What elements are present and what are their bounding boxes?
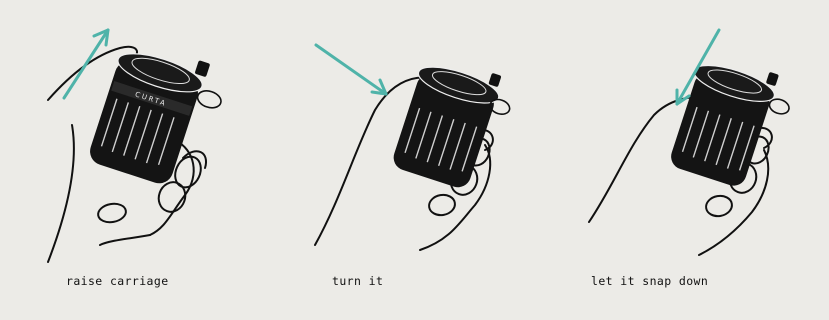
hand-calculator-illustration — [280, 0, 550, 320]
step-caption: turn it — [332, 274, 383, 288]
hand-calculator-illustration: CURTA — [0, 0, 270, 320]
arrow-down-right-icon — [316, 45, 386, 94]
panel-turn-it: turn it — [280, 0, 550, 320]
arrow-up-right-icon — [64, 30, 108, 98]
step-caption: let it snap down — [591, 274, 708, 288]
hand-calculator-illustration — [559, 0, 829, 320]
panel-raise-carriage: CURTA raise carriage — [0, 0, 270, 320]
panel-let-it-snap-down: let it snap down — [559, 0, 829, 320]
step-caption: raise carriage — [66, 274, 169, 288]
